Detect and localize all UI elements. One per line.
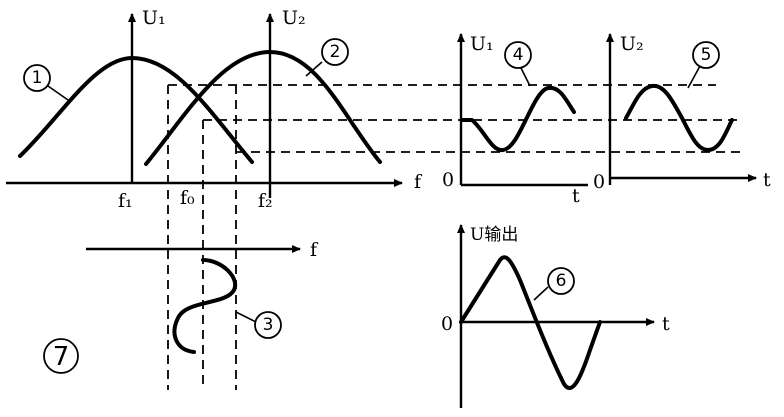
marker-4-leader [519,65,531,87]
uout-t-label: t [662,313,670,335]
u2-time-panel: U₂ 0 t 5 [593,33,771,193]
f2-label: f₂ [258,190,273,212]
u1-axis-left-label: U₁ [142,7,166,29]
marker-1-leader [47,85,69,101]
curve-4-u1-waveform [461,85,576,152]
marker-3-leader [235,311,257,323]
u1-time-axis-label: U₁ [470,33,494,55]
curve-3-frequency-sweep [172,258,238,354]
u2-time-zero: 0 [593,171,605,193]
u2-time-t-label: t [763,169,771,191]
output-panel: U输出 0 t 6 [441,224,670,408]
curve-5-u2-waveform [624,83,734,152]
uout-zero: 0 [441,313,453,335]
marker-1-label: 1 [32,68,43,88]
f-axis-mid-label: f [310,239,319,261]
curve-6-output-waveform [459,255,602,390]
u2-time-axis-label: U₂ [620,33,644,55]
marker-7-label: 7 [53,342,70,372]
marker-6-leader [533,286,549,301]
marker-2-label: 2 [330,42,341,62]
f-axis-top-label: f [414,171,423,193]
marker-3-label: 3 [263,315,274,335]
u1-time-panel: U₁ 0 t 4 [442,33,588,207]
u1-time-t-label: t [572,185,580,207]
marker-4-circle [504,41,532,69]
marker-6-circle [547,267,575,295]
f0-label: f₀ [180,187,195,209]
curve-1-u1-response [18,56,254,164]
marker-6-label: 6 [556,271,567,291]
marker-1-circle [23,64,51,92]
marker-4-label: 4 [513,45,524,65]
marker-5-label: 5 [701,45,712,65]
u1-time-zero: 0 [442,169,454,191]
f1-label: f₁ [118,190,133,212]
uout-axis-label: U输出 [470,225,518,245]
marker-5-circle [692,41,720,69]
marker-3-circle [254,311,282,339]
frequency-sweep-panel: f 3 [86,239,319,354]
curve-2-u2-response [144,50,382,166]
marker-5-leader [687,65,701,89]
marker-7-circle [43,338,79,374]
u2-axis-left-label: U₂ [282,7,306,29]
marker-2-circle [321,38,349,66]
resonance-panel: U₁ U₂ f f₁ f₀ f₂ 1 2 [6,7,745,390]
marker-2-leader [305,61,323,77]
